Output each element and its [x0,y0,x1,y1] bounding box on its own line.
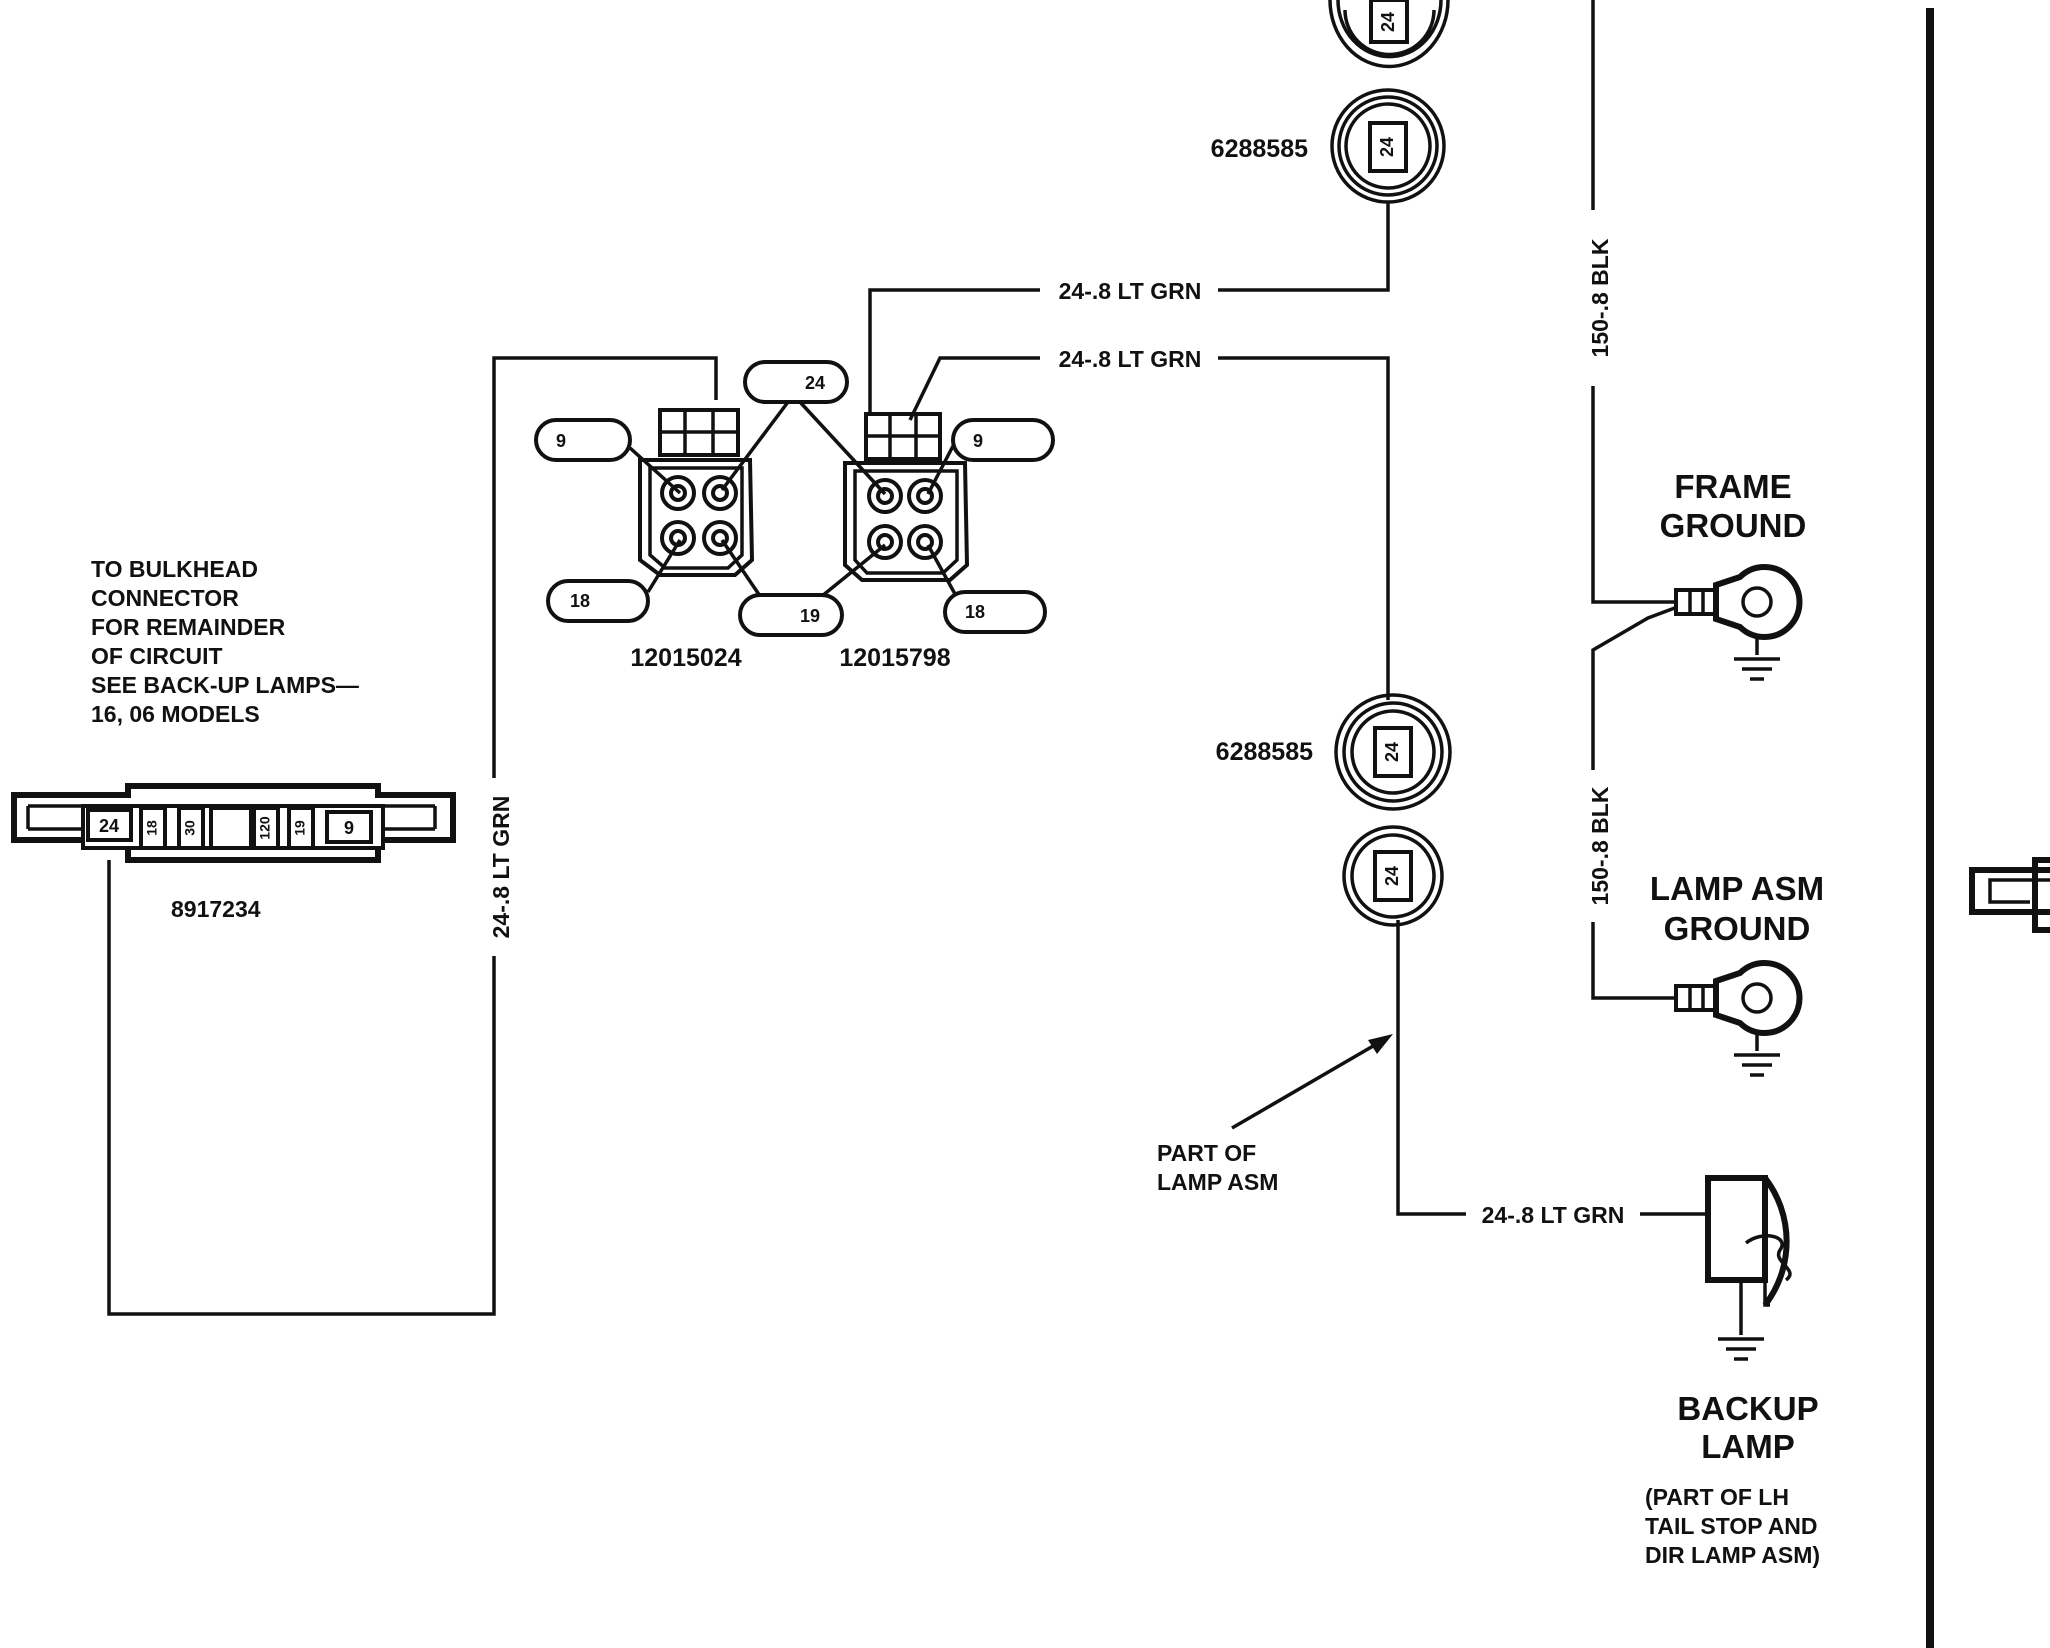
wire-label-lamp-feed: 24-.8 LT GRN [1482,1202,1625,1228]
wire-ground-upper [1591,0,1680,604]
part-of-lamp-asm-line-2: LAMP ASM [1157,1169,1278,1195]
lamp-asm-ground-terminal: LAMP ASM GROUND [1650,870,1824,1077]
round-connector-upper-part: 6288585 [1211,135,1308,163]
bulkhead-pin-24: 24 [99,816,119,836]
round-connector-top-pin: 24 [1378,12,1398,32]
bulkhead-connector: 24 18 30 120 19 9 8917234 [11,783,456,922]
round-connector-lower-pin: 24 [1382,742,1402,762]
backup-lamp-note-line-3: DIR LAMP ASM) [1645,1542,1820,1568]
bulkhead-pin-19: 19 [292,820,308,836]
round-connector-top-partial: 24 [1328,0,1450,69]
bulkhead-note-line-2: CONNECTOR [91,585,239,611]
part-of-lamp-asm-callout: PART OF LAMP ASM [1157,1034,1393,1195]
frame-ground-line-2: GROUND [1660,507,1807,544]
callout-19: 19 [800,606,820,626]
bulkhead-note-line-4: OF CIRCUIT [91,643,223,669]
callout-18-left: 18 [570,591,590,611]
wire-top-upper [868,202,1390,414]
bulkhead-note: TO BULKHEAD CONNECTOR FOR REMAINDER OF C… [91,556,359,727]
callout-24: 24 [805,373,825,393]
bulkhead-pin-18: 18 [144,820,160,836]
connector-left-part-number: 12015024 [630,644,741,672]
callout-18-right: 18 [965,602,985,622]
wire-top-lower [908,356,1390,700]
backup-lamp-title-line-2: LAMP [1701,1428,1795,1465]
wire-ground-lower [1591,604,1681,1000]
lamp-asm-ground-line-2: GROUND [1664,910,1811,947]
round-connector-lamp-side-pin: 24 [1382,866,1402,886]
pin-callouts: 9 24 9 18 19 18 [534,360,1055,637]
wire-label-ground-lower: 150-.8 BLK [1587,786,1613,905]
frame-ground-line-1: FRAME [1674,468,1791,505]
bulkhead-pin-120: 120 [257,816,273,840]
wire-label-ground-upper: 150-.8 BLK [1587,238,1613,357]
wire-label-top-lower: 24-.8 LT GRN [1059,346,1202,372]
round-connector-upper-pin: 24 [1377,137,1397,157]
callout-9-left: 9 [556,431,566,451]
callout-9-right: 9 [973,431,983,451]
bulkhead-note-line-3: FOR REMAINDER [91,614,286,640]
wire-left-loop [107,356,718,1316]
part-of-lamp-asm-line-1: PART OF [1157,1140,1256,1166]
wire-label-top-upper: 24-.8 LT GRN [1059,278,1202,304]
round-connector-lamp-side: 24 [1342,825,1444,927]
connector-12015024: 12015024 [630,408,755,672]
backup-lamp-note-line-2: TAIL STOP AND [1645,1513,1818,1539]
bulkhead-part-number: 8917234 [171,896,261,922]
connector-right-part-number: 12015798 [839,644,950,672]
wire-label-left-vertical: 24-.8 LT GRN [488,796,514,939]
round-connector-upper: 24 6288585 [1211,88,1446,204]
bulkhead-note-line-5: SEE BACK-UP LAMPS— [91,672,359,698]
wire-lamp-feed [1396,920,1710,1216]
backup-lamp: BACKUP LAMP (PART OF LH TAIL STOP AND DI… [1645,1175,1820,1568]
round-connector-lower: 24 6288585 [1216,693,1452,811]
lamp-asm-ground-line-1: LAMP ASM [1650,870,1824,907]
bulkhead-note-line-6: 16, 06 MODELS [91,701,260,727]
bulkhead-note-line-1: TO BULKHEAD [91,556,258,582]
backup-lamp-note-line-1: (PART OF LH [1645,1484,1789,1510]
round-connector-lower-part: 6288585 [1216,738,1313,766]
frame-ground-terminal: FRAME GROUND [1660,468,1807,681]
bulkhead-pin-9: 9 [344,818,354,838]
next-page-connector-stub [1969,857,2050,933]
bulkhead-pin-30: 30 [182,820,198,836]
backup-lamp-title-line-1: BACKUP [1677,1390,1818,1427]
